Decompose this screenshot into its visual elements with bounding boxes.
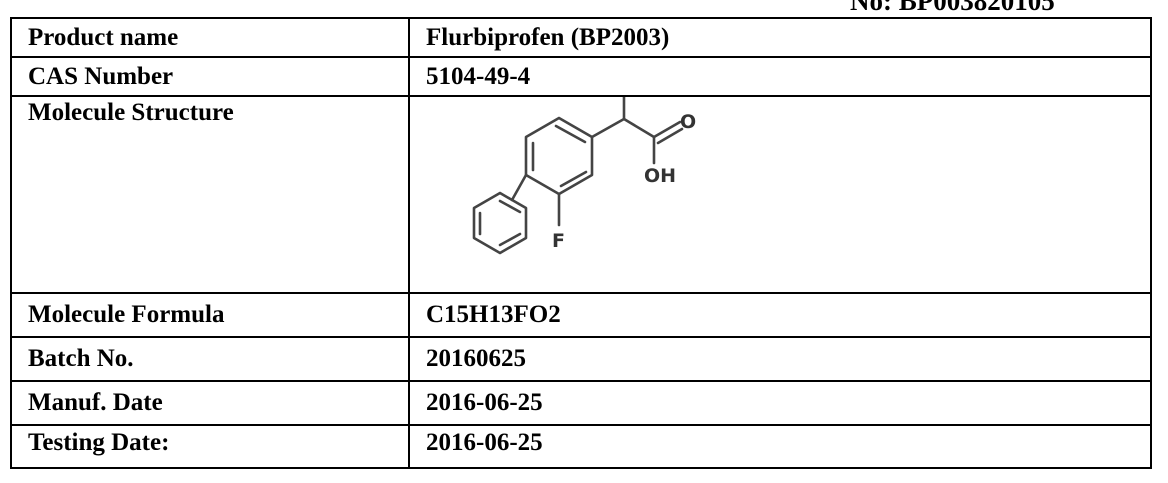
row-value: Flurbiprofen (BP2003) [408,17,1152,58]
table-row: Molecule Formula C15H13FO2 [10,292,1152,338]
row-label: Batch No. [10,336,410,382]
table-row: Testing Date: 2016-06-25 [10,424,1152,469]
molecule-structure-cell: O OH F [408,95,1152,294]
molecule-structure-image: O OH F [472,98,696,255]
row-value: 2016-06-25 [408,424,1152,469]
row-label: Manuf. Date [10,380,410,426]
specification-table: Product name Flurbiprofen (BP2003) CAS N… [10,17,1152,469]
table-row: Batch No. 20160625 [10,336,1152,382]
row-label: Product name [10,17,410,58]
table-row: Manuf. Date 2016-06-25 [10,380,1152,426]
lower-ring [472,191,528,255]
carbonyl-bond [656,127,684,145]
row-value: 5104-49-4 [408,56,1152,97]
chain-bond [622,117,656,139]
biphenyl-bond [510,173,528,202]
table-row: CAS Number 5104-49-4 [10,56,1152,97]
row-label: Molecule Structure [10,95,410,294]
hydroxyl-label: OH [644,165,676,187]
table-row: Molecule Structure [10,95,1152,294]
row-label: Molecule Formula [10,292,410,338]
table-row: Product name Flurbiprofen (BP2003) [10,17,1152,58]
carbonyl-bond [652,120,682,139]
row-value: C15H13FO2 [408,292,1152,338]
fluorine-atom-label: F [552,230,565,252]
row-value: 20160625 [408,336,1152,382]
lower-ring-inner-bond [498,232,522,247]
document-number: No: BP003820105 [850,0,1055,16]
row-label: CAS Number [10,56,410,97]
row-label: Testing Date: [10,424,410,469]
row-value: 2016-06-25 [408,380,1152,426]
oxygen-atom-label: O [680,111,696,133]
upper-ring-inner-bond [554,124,587,144]
upper-ring [524,116,594,196]
chain-bond [590,117,626,139]
lower-ring-inner-bond [498,199,522,214]
upper-ring-inner-bond [559,170,588,188]
